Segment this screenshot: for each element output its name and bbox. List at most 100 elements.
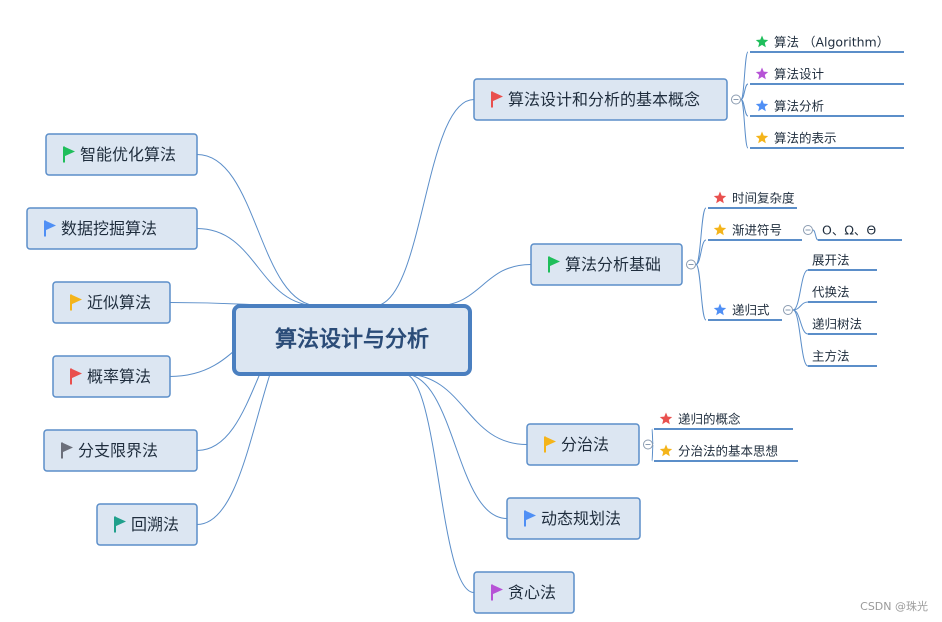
sub-node-0-1[interactable]: 算法设计 — [750, 67, 904, 85]
flag-cloth — [525, 510, 536, 521]
connector-right-0 — [373, 99, 475, 307]
connector-grandchild — [792, 269, 809, 311]
branch-left-2[interactable]: 近似算法 — [52, 281, 171, 324]
node-label: 贪心法 — [508, 583, 556, 602]
root-box — [232, 304, 472, 376]
node-box — [526, 423, 640, 466]
flag-cloth — [492, 584, 503, 595]
branch-left-5[interactable]: 回溯法 — [96, 503, 198, 546]
sub-node-1-2[interactable]: 递归式 — [708, 303, 782, 321]
connector-right-3 — [403, 373, 508, 519]
leaf-label: 时间复杂度 — [732, 191, 795, 206]
root-node[interactable]: 算法设计与分析 — [232, 304, 472, 376]
collapse-toggle-icon[interactable] — [783, 305, 793, 315]
connector-child — [695, 264, 707, 321]
flag-cloth — [549, 256, 560, 267]
branch-left-0[interactable]: 智能优化算法 — [45, 133, 198, 176]
connector-child — [695, 207, 707, 265]
branch-right-2[interactable]: 分治法 — [526, 423, 640, 466]
connector-right-1 — [433, 264, 532, 307]
leaf-label: 递归树法 — [812, 317, 862, 332]
sub-node-2-1[interactable]: 分治法的基本思想 — [654, 444, 798, 462]
leaf-node-1-2-2[interactable]: 递归树法 — [808, 317, 877, 335]
connector-left-0 — [196, 154, 320, 307]
leaf-label: 分治法的基本思想 — [678, 444, 778, 459]
branch-left-4[interactable]: 分支限界法 — [43, 429, 198, 472]
flag-icon — [63, 146, 75, 163]
flag-icon — [524, 510, 536, 527]
flag-cloth — [64, 146, 75, 157]
node-box — [52, 355, 171, 398]
collapse-toggle-icon[interactable] — [643, 439, 653, 450]
leaf-label: 递归的概念 — [678, 412, 741, 427]
connector-child — [740, 99, 749, 149]
leaf-node-1-2-0[interactable]: 展开法 — [808, 253, 877, 271]
node-label: 数据挖掘算法 — [61, 219, 157, 238]
flag-icon — [114, 516, 126, 533]
node-label: 动态规划法 — [541, 509, 621, 528]
flag-icon — [544, 436, 556, 453]
star-icon — [755, 67, 769, 80]
connector-grandchild — [792, 309, 809, 335]
branch-right-4[interactable]: 贪心法 — [473, 571, 575, 614]
node-box — [96, 503, 198, 546]
connector-grandchild — [812, 229, 819, 241]
collapse-toggle-icon[interactable] — [731, 94, 741, 105]
star-icon — [755, 131, 769, 144]
sub-node-2-0[interactable]: 递归的概念 — [654, 412, 793, 430]
node-box — [26, 207, 198, 250]
node-label: 算法设计和分析的基本概念 — [508, 90, 700, 109]
connector-child — [740, 51, 749, 100]
branch-right-3[interactable]: 动态规划法 — [506, 497, 641, 540]
flag-cloth — [115, 516, 126, 527]
node-box — [473, 78, 728, 121]
branch-left-1[interactable]: 数据挖掘算法 — [26, 207, 198, 250]
flag-cloth — [492, 91, 503, 102]
branch-left-3[interactable]: 概率算法 — [52, 355, 171, 398]
branch-right-0[interactable]: 算法设计和分析的基本概念 — [473, 78, 728, 121]
watermark: CSDN @珠光 — [860, 600, 928, 613]
leaf-node-1-2-1[interactable]: 代换法 — [808, 285, 877, 303]
leaf-label: 算法的表示 — [774, 131, 837, 146]
star-icon — [713, 303, 727, 316]
connector-grandchild — [792, 301, 809, 311]
leaf-label: 算法分析 — [774, 99, 824, 114]
sub-node-0-0[interactable]: 算法 （Algorithm） — [750, 35, 904, 53]
star-icon — [713, 191, 727, 204]
sub-node-1-0[interactable]: 时间复杂度 — [708, 191, 797, 209]
flag-icon — [548, 256, 560, 273]
star-icon — [755, 35, 769, 48]
node-label: 算法分析基础 — [565, 255, 661, 274]
node-label: 概率算法 — [87, 367, 151, 386]
flag-icon — [70, 294, 82, 311]
connector-grandchild — [792, 309, 809, 367]
node-box — [530, 243, 683, 286]
node-label: 分支限界法 — [78, 441, 158, 460]
sub-node-1-1[interactable]: 渐进符号 — [708, 223, 802, 241]
leaf-label: 代换法 — [812, 285, 850, 300]
star-icon — [755, 99, 769, 112]
root-label: 算法设计与分析 — [275, 327, 429, 353]
leaf-node-1-2-3[interactable]: 主方法 — [808, 349, 877, 367]
leaf-label: 算法 （Algorithm） — [774, 35, 889, 50]
branch-right-1[interactable]: 算法分析基础 — [530, 243, 683, 286]
leaf-node-1-1-0[interactable]: O、Ω、Θ — [818, 223, 902, 241]
flag-cloth — [62, 442, 73, 453]
star-icon — [659, 412, 673, 425]
sub-node-0-3[interactable]: 算法的表示 — [750, 131, 904, 149]
node-label: 分治法 — [561, 435, 609, 454]
sub-node-0-2[interactable]: 算法分析 — [750, 99, 904, 117]
collapse-toggle-icon[interactable] — [686, 259, 696, 270]
flag-icon — [44, 220, 56, 237]
flag-icon — [491, 584, 503, 601]
leaf-label: 渐进符号 — [732, 223, 782, 238]
leaf-label: 展开法 — [812, 253, 850, 268]
connector-right-2 — [403, 373, 528, 445]
connector-left-1 — [196, 228, 320, 307]
flag-cloth — [45, 220, 56, 231]
collapse-toggle-icon[interactable] — [803, 225, 813, 235]
flag-cloth — [71, 368, 82, 379]
node-label: 近似算法 — [87, 293, 151, 312]
star-icon — [713, 223, 727, 236]
